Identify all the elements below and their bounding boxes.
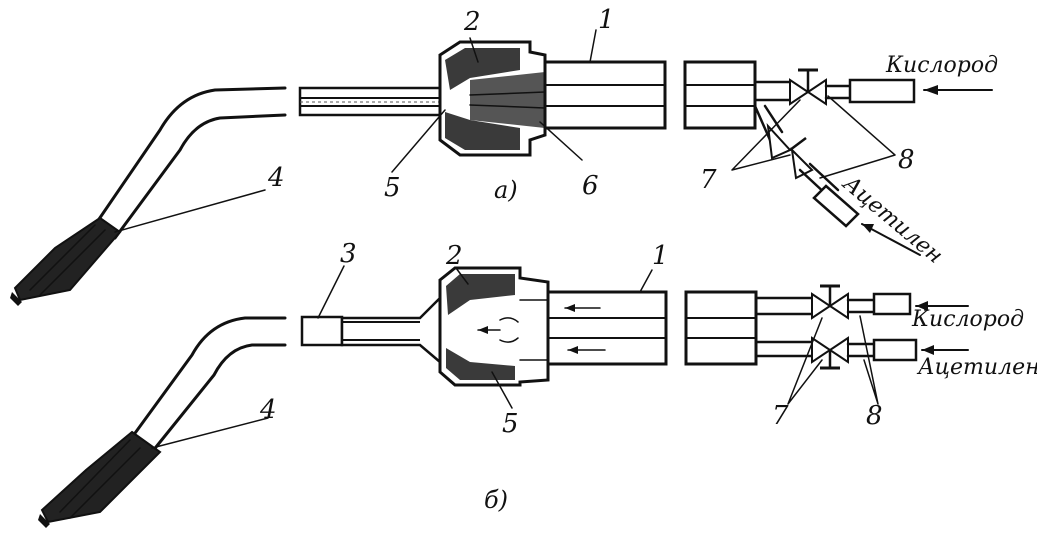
acetylene-line-a [753,104,860,228]
leaders-b [151,265,879,449]
caption-a: а) [494,176,518,204]
label-part-5-b: 5 [502,409,519,439]
barrel-a [543,60,757,130]
gas-arrows-b [915,301,969,355]
tip-b [38,316,287,528]
label-part-4-b: 4 [259,395,277,425]
label-part-8-a: 8 [898,145,915,175]
label-part-5-a: 5 [384,173,401,203]
oxygen-label-a: Кислород [885,53,998,78]
nut-b [438,266,550,387]
caption-b: б) [484,486,508,514]
label-part-3-b: 3 [340,239,357,269]
label-part-7-a: 7 [700,165,717,195]
oxygen-label-b: Кислород [911,307,1024,332]
variant-b-torch [38,265,969,528]
variant-a-torch [10,29,993,306]
oxygen-line-a [753,68,916,106]
nut-a [438,40,547,157]
label-part-1-b: 1 [652,241,669,271]
extension-a [298,86,442,117]
leaders-a [114,29,896,233]
tip-a [10,86,287,306]
acetylene-line-b [754,336,918,370]
label-part-7-b: 7 [772,401,789,431]
barrel-b [546,290,758,366]
acetylene-label-b: Ацетилен [916,355,1037,380]
label-part-6-a: 6 [582,171,599,201]
gas-arrows-a [861,85,993,256]
label-part-2-b: 2 [445,241,463,271]
label-part-2-a: 2 [463,7,481,37]
label-part-1-a: 1 [598,5,615,35]
label-part-8-b: 8 [866,401,883,431]
label-part-4-a: 4 [267,163,285,193]
oxygen-line-b [754,284,912,320]
